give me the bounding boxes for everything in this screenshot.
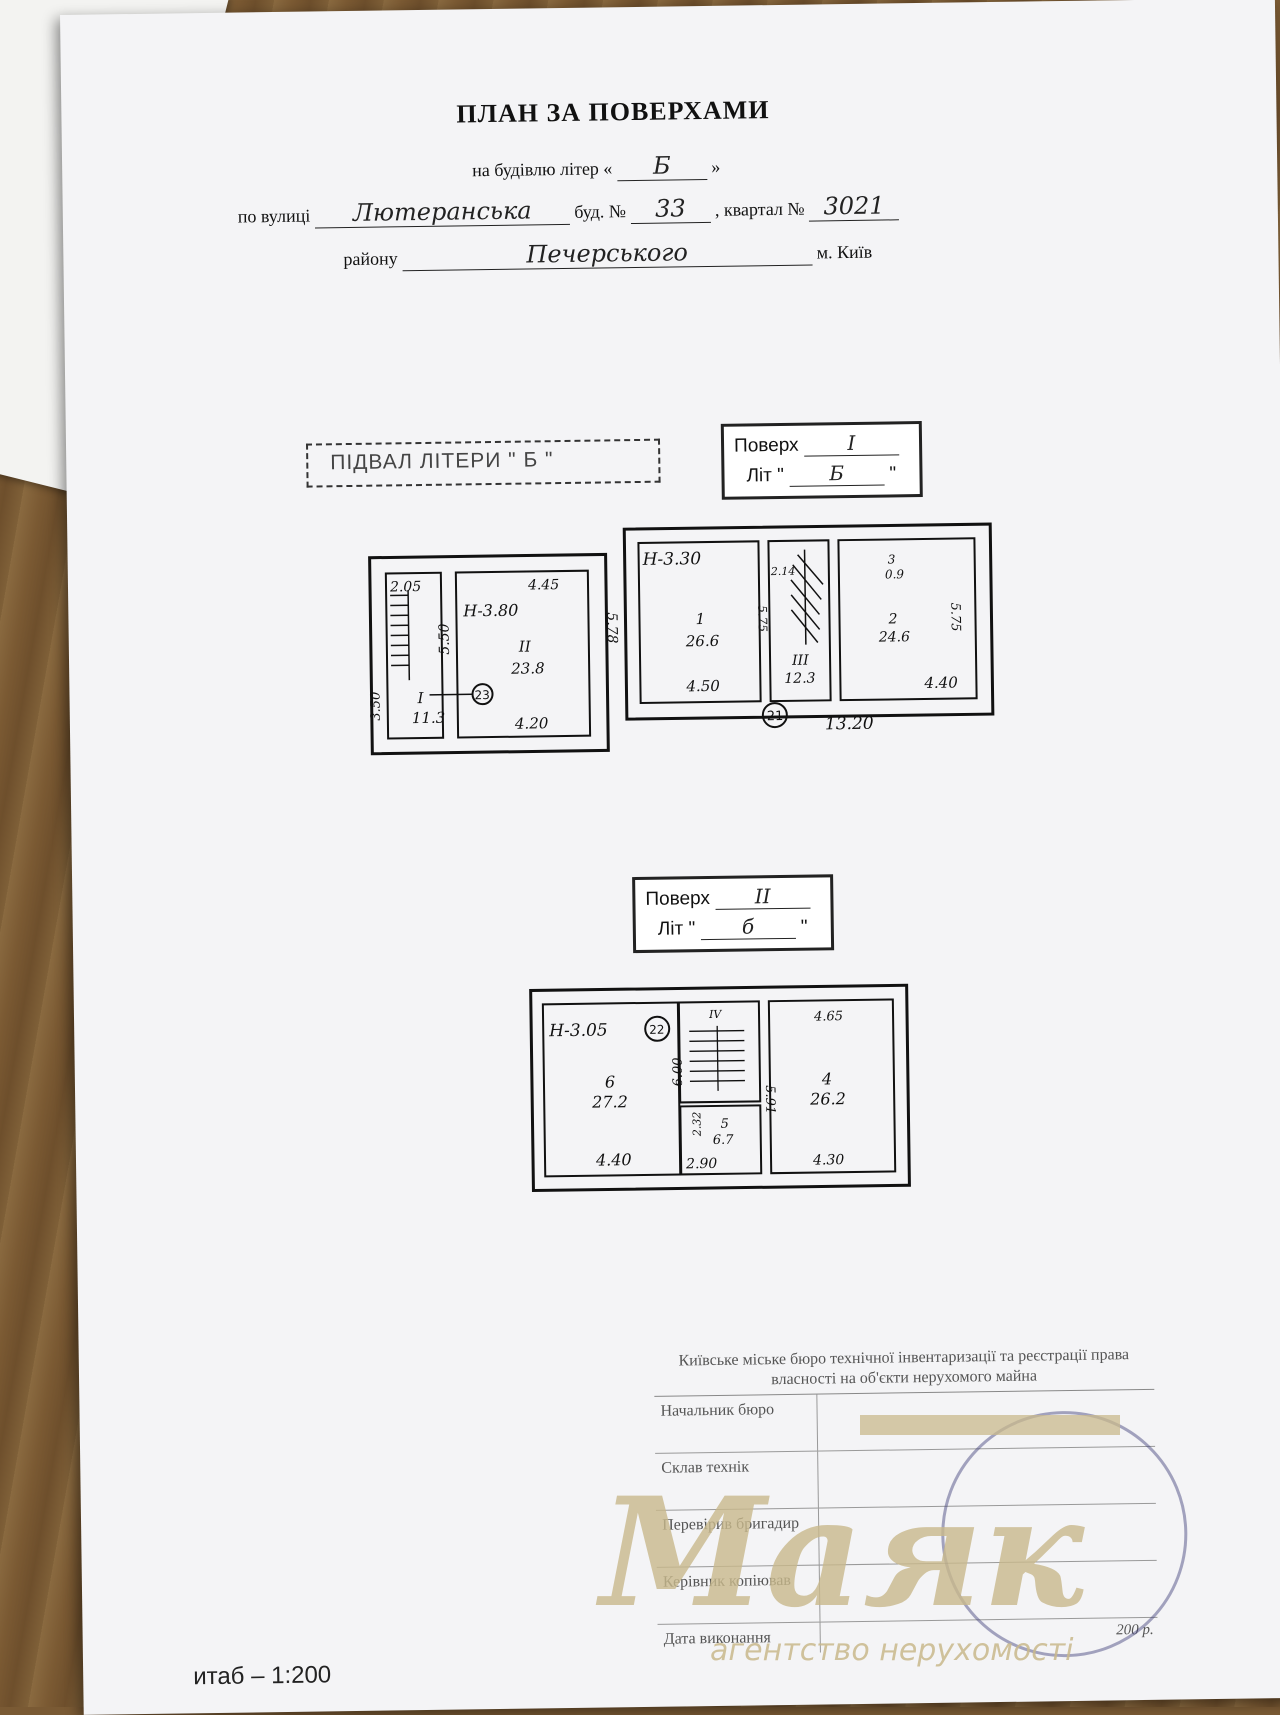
district-line: району Печерського м. Київ — [343, 236, 872, 272]
dim-label: 3.50 — [368, 692, 383, 721]
dim-label: 4.40 — [595, 1150, 632, 1170]
block-label: , квартал № — [715, 199, 805, 220]
room-area: 6.7 — [713, 1133, 735, 1148]
floor2-label: Поверх — [645, 888, 710, 910]
room-number: 2 — [887, 611, 897, 627]
basement-plan: 2.05 4.45 Н-3.80 5.50 3.50 4.20 I 11.3 I… — [368, 552, 611, 770]
floor1-value: I — [804, 430, 899, 456]
dim-label: 4.50 — [685, 677, 720, 695]
dim-label: 6.00 — [671, 1057, 686, 1086]
document-title: ПЛАН ЗА ПОВЕРХАМИ — [456, 95, 769, 129]
room-area: 0.9 — [885, 567, 905, 581]
basement-stamp-text: ПІДВАЛ ЛІТЕРИ " Б " — [308, 441, 658, 482]
floor1-stamp: Поверх I Літ " Б " — [721, 421, 923, 500]
basement-height: Н-3.80 — [462, 601, 518, 621]
dim-label: 5.75 — [755, 605, 769, 632]
dim-label: 2.05 — [389, 579, 421, 595]
city-label: м. Київ — [817, 242, 873, 263]
floor2-height: Н-3.05 — [548, 1020, 608, 1041]
dim-label: 13.20 — [825, 714, 874, 735]
scale-label: итаб – 1:200 — [193, 1661, 331, 1691]
floor1-lit-close: " — [889, 463, 896, 484]
dim-label: 5.78 — [603, 612, 619, 643]
floor2-plan: Н-3.05 6.00 4.40 2.32 2.90 5.91 4.65 4.3… — [529, 983, 912, 1203]
building-letter-value: Б — [617, 151, 707, 181]
room-area: 27.2 — [591, 1092, 628, 1112]
dim-label: 4.20 — [514, 714, 549, 732]
room-area: 26.6 — [685, 632, 720, 650]
room-area: 24.6 — [878, 629, 910, 645]
floor1-staircase — [791, 549, 824, 644]
floor2-stamp: Поверх II Літ " б " — [632, 874, 834, 953]
room-number: III — [791, 653, 809, 669]
building-label: на будівлю літер « — [472, 158, 612, 180]
room-number: IV — [708, 1008, 723, 1021]
room-number: 5 — [720, 1117, 728, 1132]
dim-label: 5.91 — [762, 1085, 777, 1114]
dim-label: 5.75 — [947, 602, 962, 631]
block-value: 3021 — [809, 191, 899, 221]
dim-label: 2.90 — [685, 1156, 717, 1172]
plan-circle-label: 22 — [649, 1023, 664, 1037]
dim-label: 4.30 — [812, 1152, 844, 1168]
floor1-lit-value: Б — [789, 461, 884, 487]
room-number: 6 — [605, 1072, 615, 1091]
room-area: 26.2 — [809, 1089, 846, 1109]
floor2-staircase — [689, 1026, 745, 1092]
floor2-lit-value: б — [700, 914, 795, 940]
house-value: 33 — [630, 194, 710, 224]
floor1-lit-label: Літ " — [746, 465, 784, 487]
district-value: Печерського — [402, 237, 812, 272]
room-number: 1 — [695, 610, 705, 628]
floor2-lit-close: " — [801, 917, 808, 938]
building-line: на будівлю літер « Б » — [472, 151, 721, 183]
street-value: Лютеранська — [315, 196, 570, 229]
room-number: II — [518, 637, 532, 655]
basement-stamp: ПІДВАЛ ЛІТЕРИ " Б " — [306, 439, 661, 488]
floor2-value: II — [715, 884, 810, 910]
floor1-plan: Н-3.30 5.78 4.50 2.14 5.75 5.75 4.40 13.… — [622, 522, 995, 742]
dim-label: 2.32 — [690, 1112, 703, 1138]
house-label: буд. № — [574, 201, 626, 222]
room-number: 3 — [888, 552, 896, 566]
street-label: по вулиці — [238, 206, 311, 227]
floor2-lit-label: Літ " — [658, 918, 696, 940]
dim-label: 5.50 — [437, 623, 453, 654]
floor-plan-document: ПЛАН ЗА ПОВЕРХАМИ на будівлю літер « Б »… — [60, 0, 1280, 1715]
room-number: I — [416, 689, 424, 707]
floor1-height: Н-3.30 — [642, 549, 702, 570]
dim-label: 4.45 — [527, 577, 559, 593]
dim-label: 4.40 — [923, 674, 958, 692]
dim-label: 2.14 — [770, 565, 796, 578]
basement-staircase — [390, 590, 409, 680]
dim-label: 4.65 — [813, 1009, 843, 1024]
plan-circle-label: 23 — [474, 688, 489, 702]
room-area: 11.3 — [412, 709, 446, 727]
room-area: 23.8 — [510, 659, 545, 677]
bureau-title: Київське міське бюро технічної інвентари… — [654, 1345, 1155, 1397]
building-suffix: » — [711, 157, 720, 177]
plan-circle-label: 21 — [767, 709, 784, 724]
address-line: по вулиці Лютеранська буд. № 33 , кварта… — [238, 191, 900, 229]
room-area: 12.3 — [784, 671, 815, 687]
district-label: району — [343, 248, 398, 269]
room-number: 4 — [821, 1069, 832, 1088]
floor1-label: Поверх — [734, 435, 799, 457]
